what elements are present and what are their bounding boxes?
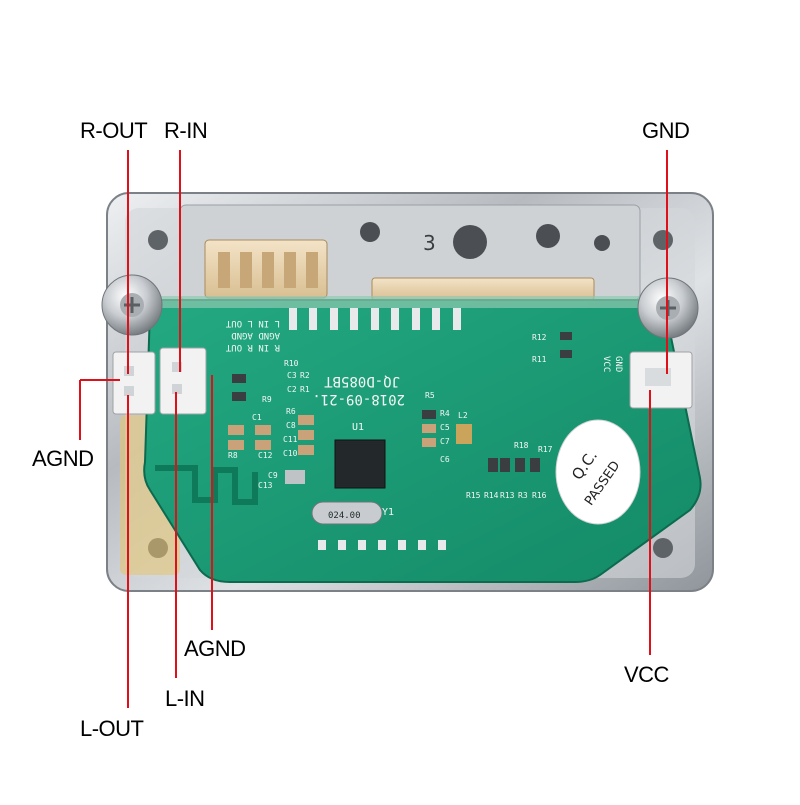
ref-c9: C9 — [268, 471, 278, 480]
case-number: 3 — [423, 231, 436, 255]
ref-r16: R16 — [532, 491, 547, 500]
vcc-label: VCC — [624, 662, 669, 687]
ref-r17: R17 — [538, 445, 553, 454]
ref-r6: R6 — [286, 407, 296, 416]
silk-vcc: VCC — [601, 356, 611, 372]
r-in-label: R-IN — [164, 118, 208, 143]
silk-header-line-2: AGND AGND — [231, 330, 280, 340]
ref-c6: C6 — [440, 455, 450, 464]
ref-c2: C2 — [287, 385, 297, 394]
ref-r15: R15 — [466, 491, 481, 500]
ref-c12: C12 — [258, 451, 273, 460]
ref-l2: L2 — [458, 411, 468, 420]
r-out-label: R-OUT — [80, 118, 148, 143]
crystal-marking: 024.00 — [328, 511, 361, 521]
silk-gnd: GND — [613, 356, 623, 372]
r-in-connector — [159, 347, 207, 415]
l-out-label: L-OUT — [80, 716, 144, 741]
main-chip — [334, 439, 386, 489]
left-screw — [101, 274, 163, 336]
ref-r9: R9 — [262, 395, 272, 404]
ref-r12: R12 — [532, 333, 547, 342]
ref-c7: C7 — [440, 437, 450, 446]
ref-r3: R3 — [518, 491, 528, 500]
silk-header-line-1: R IN R OUT — [225, 342, 280, 352]
silk-model: JQ-D085BT — [324, 373, 400, 389]
ref-c10: C10 — [283, 449, 298, 458]
pcb-board: U1 024.00 Y1 R IN — [143, 296, 702, 583]
ref-c8: C8 — [286, 421, 296, 430]
callout-lines — [79, 150, 668, 708]
ref-r10: R10 — [284, 359, 299, 368]
callout-line-agnd-left — [79, 379, 120, 440]
ref-r8: R8 — [228, 451, 238, 460]
chip-ref-label: U1 — [352, 422, 364, 433]
qc-passed-sticker: Q.C. PASSED — [555, 419, 641, 525]
ref-c13: C13 — [258, 481, 273, 490]
ref-c1: C1 — [252, 413, 262, 422]
silk-header-line-3: L IN L OUT — [225, 318, 280, 328]
ref-r5: R5 — [425, 391, 435, 400]
silk-date: 2018-09-21. — [312, 391, 405, 407]
gnd-label: GND — [642, 118, 690, 143]
ref-r14: R14 — [484, 491, 499, 500]
ref-c3: C3 — [287, 371, 297, 380]
ref-c5: C5 — [440, 423, 450, 432]
ref-c11: C11 — [283, 435, 298, 444]
ref-r13: R13 — [500, 491, 515, 500]
top-connector — [204, 239, 595, 301]
l-in-label: L-IN — [165, 686, 205, 711]
ref-r2: R2 — [300, 371, 310, 380]
crystal-ref-label: Y1 — [382, 507, 394, 518]
r-out-connector — [112, 351, 156, 415]
agnd-left-label: AGND — [32, 446, 94, 471]
ref-r11: R11 — [532, 355, 547, 364]
agnd-bottom-label: AGND — [184, 636, 246, 661]
ref-r1: R1 — [300, 385, 310, 394]
crystal — [311, 501, 383, 525]
ref-r18: R18 — [514, 441, 529, 450]
ref-r4: R4 — [440, 409, 450, 418]
power-connector — [629, 351, 693, 409]
